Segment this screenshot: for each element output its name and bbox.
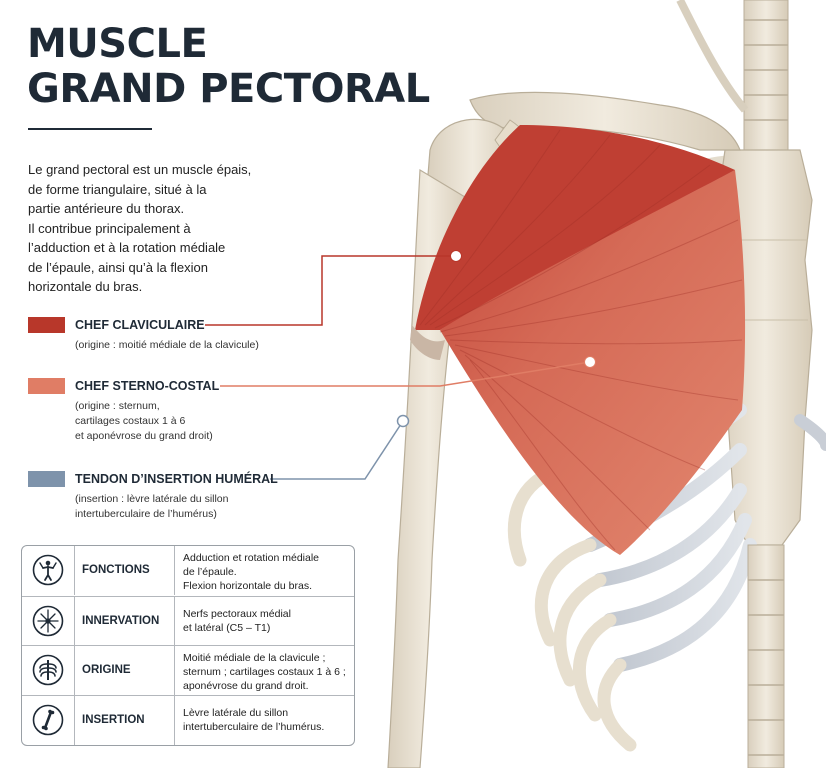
bone-icon <box>32 704 64 736</box>
row-title: INSERTION <box>82 714 145 726</box>
person-arms-icon <box>32 554 64 586</box>
row-description-line: Lèvre latérale du sillon <box>183 707 289 719</box>
intro-line: de forme triangulaire, situé à la <box>28 181 207 197</box>
legend-note-line: (insertion : lèvre latérale du sillon <box>75 493 229 505</box>
legend-note-line: intertuberculaire de l’humérus) <box>75 508 217 520</box>
row-description-line: aponévrose du grand droit. <box>183 680 309 692</box>
ribcage-icon <box>32 654 64 686</box>
nerve-icon <box>32 605 64 637</box>
row-icon-cell <box>22 546 75 595</box>
muscle-tendon <box>410 325 445 360</box>
row-description: Moitié médiale de la clavicule ; sternum… <box>174 646 354 695</box>
intro-line: horizontale du bras. <box>28 279 143 294</box>
row-title: ORIGINE <box>82 664 131 676</box>
row-description-line: sternum ; cartilages costaux 1 à 6 ; <box>183 666 346 678</box>
row-description-line: Nerfs pectoraux médial <box>183 608 291 620</box>
legend-note-line: et aponévrose du grand droit) <box>75 430 213 442</box>
row-description-line: de l’épaule. <box>183 566 237 578</box>
intro-paragraph: Le grand pectoral est un muscle épais, d… <box>28 160 263 297</box>
table-row-fonctions: FONCTIONS Adduction et rotation médiale … <box>22 546 354 595</box>
intro-line: partie antérieure du thorax. <box>28 201 185 216</box>
legend-note-line: (origine : sternum, <box>75 400 160 412</box>
row-description: Adduction et rotation médiale de l’épaul… <box>174 546 354 595</box>
legend-note-line: (origine : moitié médiale de la clavicul… <box>75 339 259 351</box>
legend-label: CHEF STERNO-COSTAL <box>75 379 220 393</box>
row-description-line: Flexion horizontale du bras. <box>183 580 312 592</box>
legend-swatch-sternocostal <box>28 378 65 394</box>
tendon-marker <box>396 414 410 428</box>
cervical-spine <box>676 0 789 151</box>
row-description-line: intertuberculaire de l’humérus. <box>183 721 325 733</box>
legend-swatch-clavicular <box>28 317 65 333</box>
legend-note: (origine : sternum, cartilages costaux 1… <box>75 399 213 444</box>
page-title: MUSCLE GRAND PECTORAL <box>27 22 430 112</box>
title-line-2: GRAND PECTORAL <box>27 66 430 112</box>
row-description-line: Adduction et rotation médiale <box>183 552 320 564</box>
info-table: FONCTIONS Adduction et rotation médiale … <box>21 545 355 746</box>
table-row-innervation: INNERVATION Nerfs pectoraux médial et la… <box>22 596 354 645</box>
clavicular-head-marker <box>450 250 462 262</box>
row-description-line: Moitié médiale de la clavicule ; <box>183 652 326 664</box>
legend-note-line: cartilages costaux 1 à 6 <box>75 415 186 427</box>
leader-lines <box>205 255 591 480</box>
table-row-insertion: INSERTION Lèvre latérale du sillon inter… <box>22 695 354 745</box>
clavicular-head <box>415 125 735 330</box>
legend-note: (insertion : lèvre latérale du sillon in… <box>75 492 229 522</box>
sternocostal-head-marker <box>584 356 596 368</box>
intro-line: l’adduction et à la rotation médiale <box>28 240 226 255</box>
row-icon-cell <box>22 646 75 695</box>
title-divider <box>28 128 152 130</box>
thoracic-spine <box>747 544 785 768</box>
row-icon-cell <box>22 696 75 745</box>
row-title: INNERVATION <box>82 615 160 627</box>
legend-label: CHEF CLAVICULAIRE <box>75 318 205 332</box>
legend-swatch-tendon <box>28 471 65 487</box>
intro-line: de l’épaule, ainsi qu’à la flexion <box>28 259 208 275</box>
row-description: Lèvre latérale du sillon intertuberculai… <box>174 696 354 745</box>
intro-line: Il contribue principalement à <box>28 220 191 236</box>
row-description-line: et latéral (C5 – T1) <box>183 622 271 634</box>
row-description: Nerfs pectoraux médial et latéral (C5 – … <box>174 597 354 645</box>
legend-label: TENDON D’INSERTION HUMÉRAL <box>75 472 278 486</box>
row-icon-cell <box>22 597 75 645</box>
title-line-1: MUSCLE <box>27 21 208 67</box>
legend-note: (origine : moitié médiale de la clavicul… <box>75 338 259 353</box>
intro-line: Le grand pectoral est un muscle épais, <box>28 162 252 177</box>
row-title: FONCTIONS <box>82 564 150 576</box>
table-row-origine: ORIGINE Moitié médiale de la clavicule ;… <box>22 645 354 695</box>
